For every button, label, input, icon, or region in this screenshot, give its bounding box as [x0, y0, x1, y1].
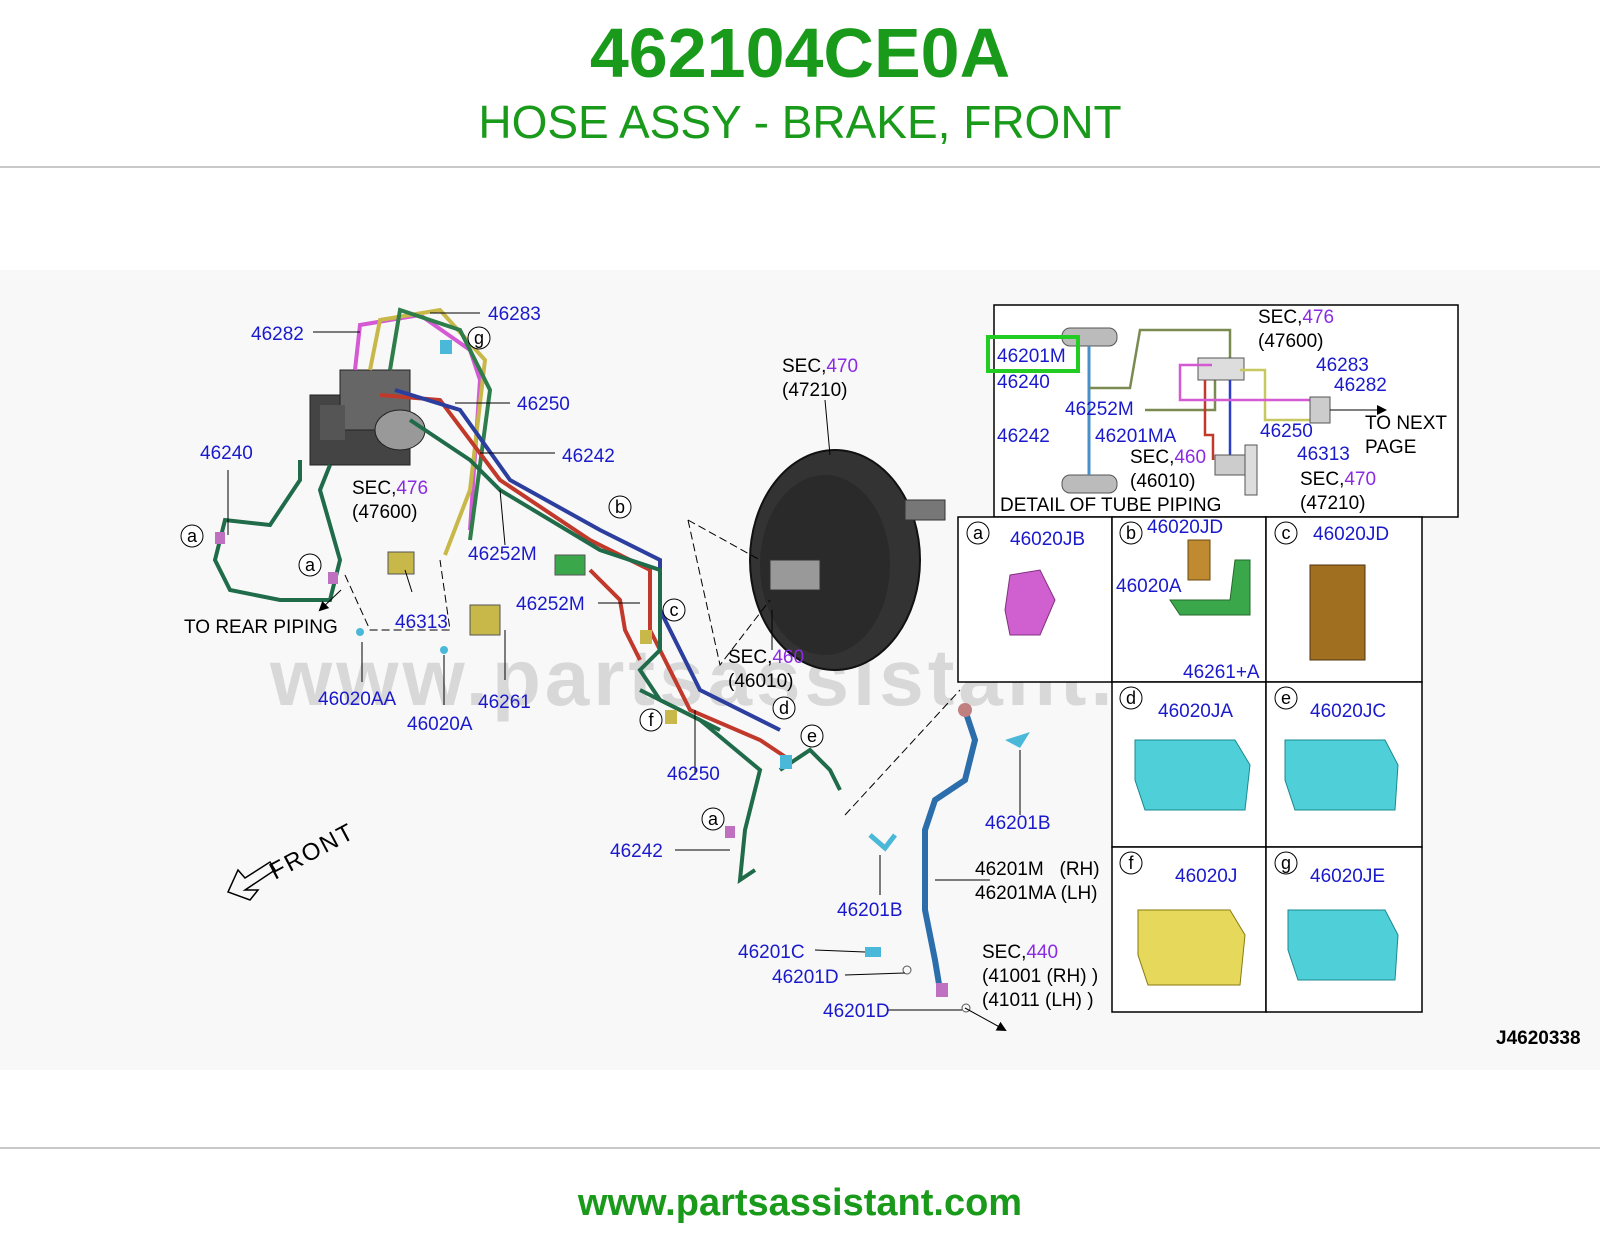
detail-sec-470-sub: (47210) [1300, 493, 1366, 514]
callout-46282: 46282 [251, 324, 304, 345]
sec-440-label: SEC,440 [982, 942, 1058, 963]
detail-to-next-2: PAGE [1365, 437, 1416, 458]
detail-callout-46313: 46313 [1297, 444, 1350, 465]
callout-46201b-b: 46201B [837, 900, 903, 921]
dashed-leaders [344, 519, 961, 816]
callout-46250-a: 46250 [517, 394, 570, 415]
diagram-canvas: www.partsassistant.com [180, 304, 1581, 1049]
detail-callout-46201ma: 46201MA [1095, 426, 1177, 447]
callout-46201b-a: 46201B [985, 813, 1051, 834]
page-header: 462104CE0A HOSE ASSY - BRAKE, FRONT [0, 0, 1600, 168]
sec-476-sub: (47600) [352, 502, 418, 523]
callout-46020a: 46020A [407, 714, 473, 735]
tube-blue [394, 388, 781, 732]
sec-470-label: SEC,470 [782, 356, 858, 377]
parts-diagram: www.partsassistant.com [0, 270, 1600, 1070]
clip-part-46261a: 46261+A [1183, 662, 1260, 683]
tube-piping-detail-panel [986, 304, 1459, 518]
detail-callout-46252m: 46252M [1065, 399, 1134, 420]
callout-46020aa: 46020AA [318, 689, 397, 710]
sec-476-label: SEC,476 [352, 478, 428, 499]
detail-callout-46283: 46283 [1316, 355, 1369, 376]
detail-sec-476: SEC,476 [1258, 307, 1334, 328]
ref-a-label-1: a [187, 526, 198, 546]
callout-46201c: 46201C [738, 942, 805, 963]
callout-leaders [227, 312, 1021, 1031]
detail-sec-476-sub: (47600) [1258, 331, 1324, 352]
sec-460-label: SEC,460 [728, 647, 804, 668]
callout-46201m-rh: 46201M (RH) [975, 859, 1100, 880]
detail-sec-460: SEC,460 [1130, 447, 1206, 468]
callout-46252m-b: 46252M [516, 594, 585, 615]
detail-callout-46242: 46242 [997, 426, 1050, 447]
clip-ref-d: d [1126, 688, 1136, 708]
clip-part-46020a: 46020A [1116, 576, 1182, 597]
sec-440-sub-rh: (41001 (RH) ) [982, 966, 1098, 987]
front-direction-indicator: FRONT [226, 818, 360, 901]
detail-to-next-1: TO NEXT [1365, 413, 1447, 434]
sec-440-sub-lh: (41011 (LH) ) [982, 990, 1094, 1011]
callout-46242-a: 46242 [562, 446, 615, 467]
callout-46242-b: 46242 [610, 841, 663, 862]
clip-part-46020je: 46020JE [1310, 866, 1385, 887]
clip-part-46020ja: 46020JA [1158, 701, 1233, 722]
callout-46252m-a: 46252M [468, 544, 537, 565]
clip-ref-e: e [1281, 688, 1291, 708]
detail-title: DETAIL OF TUBE PIPING [1000, 495, 1221, 516]
header-divider [0, 166, 1600, 168]
clip-parts [215, 340, 792, 838]
detail-callout-46250: 46250 [1260, 421, 1313, 442]
detail-sec-460-sub: (46010) [1130, 471, 1196, 492]
callout-46250-b: 46250 [667, 764, 720, 785]
ref-a-label-3: a [708, 809, 719, 829]
clip-ref-g: g [1281, 853, 1291, 873]
clip-ref-a: a [973, 523, 984, 543]
reference-circles [180, 326, 824, 831]
callout-46283: 46283 [488, 304, 541, 325]
clip-part-46020jd-c: 46020JD [1313, 524, 1389, 545]
image-code: J4620338 [1496, 1028, 1581, 1049]
callout-46313: 46313 [395, 612, 448, 633]
callout-46201ma-lh: 46201MA (LH) [975, 883, 1098, 904]
ref-a-label-2: a [305, 555, 316, 575]
callout-46240: 46240 [200, 443, 253, 464]
brake-booster [749, 449, 946, 671]
to-rear-piping-label: TO REAR PIPING [184, 617, 338, 638]
sec-460-sub: (46010) [728, 671, 794, 692]
tube-red [379, 393, 792, 762]
footer-divider [0, 1147, 1600, 1149]
detail-callout-46240: 46240 [997, 372, 1050, 393]
footer-website-link[interactable]: www.partsassistant.com [577, 1182, 1023, 1224]
sec-470-sub: (47210) [782, 380, 848, 401]
part-number-title: 462104CE0A [589, 14, 1011, 92]
part-description: HOSE ASSY - BRAKE, FRONT [478, 96, 1122, 148]
callout-46201d-a: 46201D [772, 967, 839, 988]
ref-g-label: g [474, 328, 484, 348]
clip-part-46020jd-b: 46020JD [1147, 517, 1223, 538]
clip-part-46020jc: 46020JC [1310, 701, 1386, 722]
front-brake-hose [865, 703, 1030, 1013]
detail-callout-46282: 46282 [1334, 375, 1387, 396]
ref-d-label: d [779, 698, 789, 718]
clip-ref-f: f [1128, 853, 1134, 873]
detail-sec-470: SEC,470 [1300, 469, 1376, 490]
brake-tubes [212, 307, 842, 885]
clip-part-46020jb: 46020JB [1010, 529, 1085, 550]
clip-illustrations [1004, 539, 1399, 986]
callout-46201d-b: 46201D [823, 1001, 890, 1022]
clip-ref-c: c [1282, 523, 1291, 543]
ref-f-label: f [648, 710, 654, 730]
clip-ref-b: b [1126, 523, 1136, 543]
ref-e-label: e [807, 726, 817, 746]
ref-c-label: c [670, 600, 679, 620]
detail-callout-46201m: 46201M [997, 346, 1066, 367]
highlight-46201m [986, 335, 1080, 373]
ref-b-label: b [615, 497, 625, 517]
callout-46261: 46261 [478, 692, 531, 713]
front-label: FRONT [265, 818, 359, 885]
abs-actuator-unit [309, 369, 426, 466]
clip-part-46020j: 46020J [1175, 866, 1237, 887]
tube-green-rear [212, 460, 343, 602]
